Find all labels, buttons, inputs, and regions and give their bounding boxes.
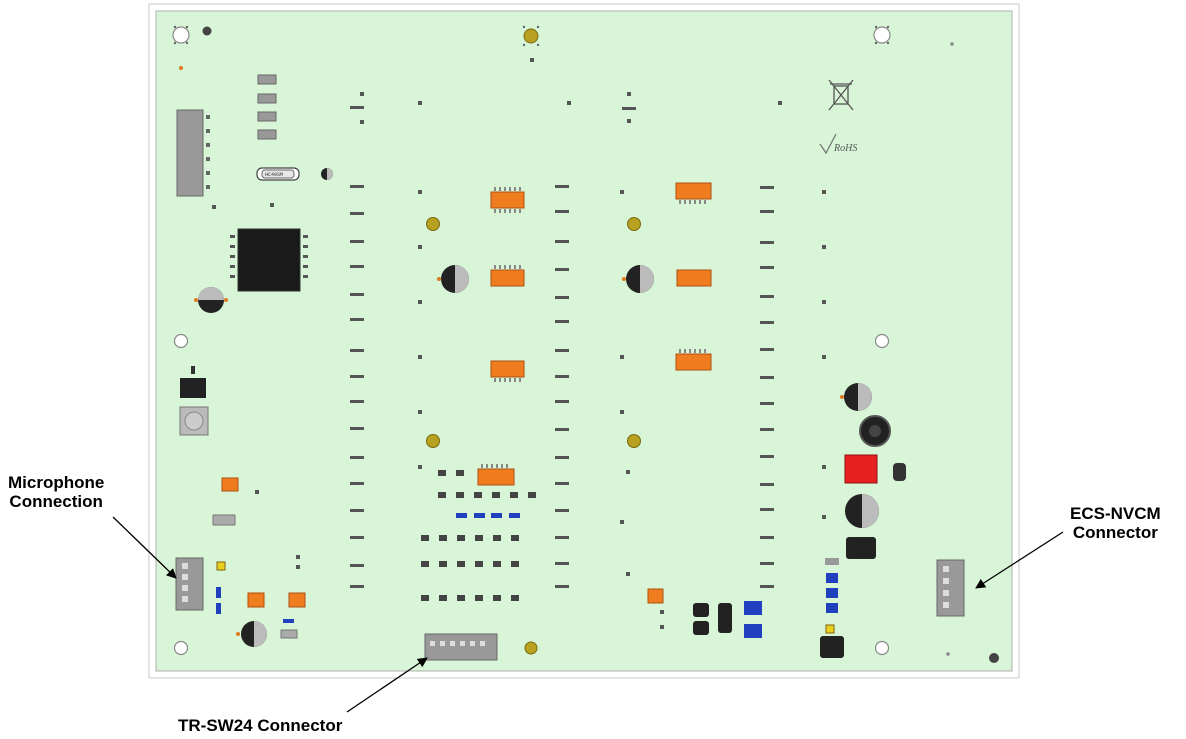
rohs-mark: RoHS: [819, 133, 857, 155]
mounting-hole-top-right: [873, 25, 891, 45]
ic-chip: [675, 182, 712, 200]
mounting-hole-bottom-center: [524, 641, 538, 655]
tr-sw24-connector: [424, 633, 498, 661]
tr-sw24-connector-label: TR-SW24 Connector: [178, 716, 342, 735]
pushbutton-switch: [179, 406, 209, 436]
led-yellow: [825, 624, 835, 634]
ecs-nvcm-label-line2: Connector: [1072, 523, 1158, 542]
crystal-oscillator: HC49SM: [256, 167, 300, 181]
mounting-holes: [172, 25, 999, 663]
rohs-text: RoHS: [833, 143, 857, 154]
electrolytic-capacitor-small: [321, 168, 333, 180]
ecs-nvcm-connector: [936, 559, 965, 617]
microphone-label-line2: Connection: [9, 492, 103, 511]
ic-chip-small: [221, 477, 239, 492]
electrolytic-capacitor: [845, 494, 879, 528]
ic-chip: [477, 468, 515, 486]
ic-chip: [490, 360, 525, 378]
board-surface: [155, 10, 1013, 672]
transistor-left: [194, 287, 228, 313]
header-pins-vertical: [176, 109, 204, 197]
transistors: [236, 265, 872, 647]
ic-chip: [490, 269, 525, 287]
mounting-hole-top-center: [522, 25, 540, 47]
mounting-hole-mid-left: [173, 333, 189, 349]
tr-sw24-label: TR-SW24 Connector: [178, 716, 343, 735]
mounting-hole-bottom-left: [173, 640, 189, 656]
top-left-components: HC49SM: [176, 74, 333, 436]
power-components: [820, 415, 906, 658]
diode-rows: [421, 470, 536, 601]
arrow-microphone: [112, 516, 177, 579]
ic-chip-small: [647, 588, 664, 604]
ic-chip: [675, 353, 712, 371]
ic-chip-small: [247, 592, 265, 608]
smd-resistor-columns: [212, 58, 826, 629]
arrow-ecs-nvcm: [975, 531, 1064, 589]
ic-chip: [676, 269, 712, 287]
misc-components: [212, 514, 732, 639]
crystal-marking: HC49SM: [265, 172, 283, 178]
weee-bin-icon: [828, 79, 854, 111]
ecs-nvcm-connector-label: ECS-NVCM Connector: [1070, 504, 1161, 542]
ecs-nvcm-label-line1: ECS-NVCM: [1070, 504, 1161, 523]
mounting-hole-bottom-right: [874, 640, 890, 656]
callout-arrows: [112, 516, 1064, 713]
pcb-board: [148, 3, 1020, 679]
inductor-black: [180, 378, 206, 398]
microcontroller-chip: [237, 228, 301, 292]
resistors-blue: [216, 513, 762, 638]
via-top-left: [202, 26, 212, 36]
mounting-hole-mid-right: [874, 333, 890, 349]
ic-chip-small: [288, 592, 306, 608]
microphone-connection-label: Microphone Connection: [8, 473, 104, 511]
microphone-label-line1: Microphone: [8, 473, 105, 492]
mounting-hole-top-left: [172, 25, 190, 45]
via-bottom-right: [989, 653, 999, 663]
ic-chips: [221, 182, 712, 608]
microphone-connector: [175, 557, 204, 611]
ic-chip: [490, 191, 525, 209]
arrow-tr-sw24: [346, 657, 428, 713]
led-red: [844, 454, 878, 484]
